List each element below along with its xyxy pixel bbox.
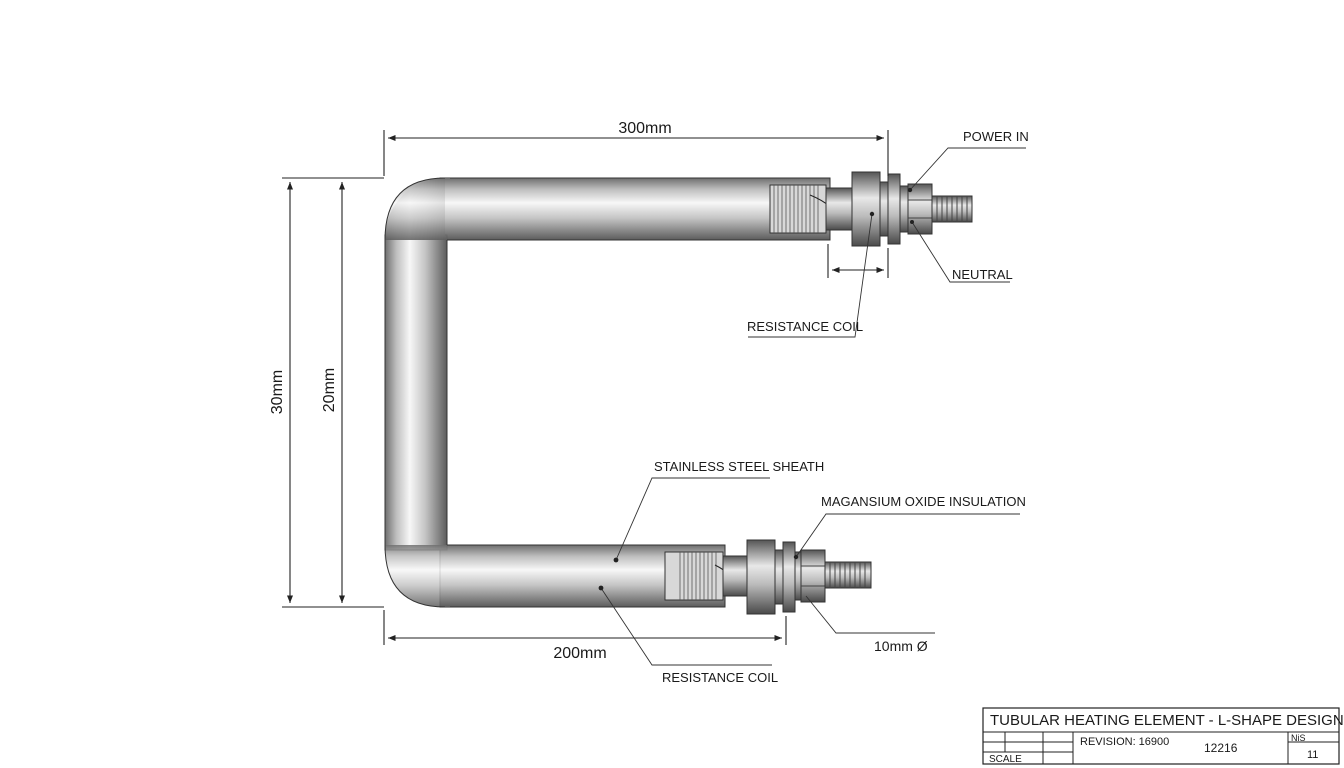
label-resistance-coil-bottom: RESISTANCE COIL	[662, 670, 778, 685]
label-resistance-coil-top: RESISTANCE COIL	[747, 319, 863, 334]
title-block-number: 12216	[1204, 741, 1238, 755]
label-insulation: MAGANSIUM OXIDE INSULATION	[821, 494, 1026, 509]
dimension-text: 300mm 200mm 30mm 20mm 10mm Ø	[269, 120, 928, 662]
top-nut	[907, 183, 933, 235]
dim-top-length: 300mm	[618, 120, 671, 137]
leader-lines	[598, 147, 1026, 666]
top-terminal-assembly	[769, 171, 973, 247]
dim-outer-height: 30mm	[269, 370, 286, 414]
bottom-flange	[746, 539, 776, 615]
label-power-in: POWER IN	[963, 129, 1029, 144]
bottom-washer	[782, 541, 796, 613]
top-washer	[887, 173, 901, 245]
label-stainless-steel-sheath: STAINLESS STEEL SHEATH	[654, 459, 824, 474]
title-block-title: TUBULAR HEATING ELEMENT - L-SHAPE DESIGN	[990, 712, 1344, 729]
dim-bottom-length: 200mm	[553, 645, 606, 662]
bottom-threaded-stud	[824, 561, 872, 589]
title-block-scale-label: SCALE	[989, 754, 1022, 765]
dim-inner-height: 20mm	[321, 368, 338, 412]
bottom-terminal-assembly	[664, 539, 872, 615]
callout-text: POWER IN NEUTRAL RESISTANCE COIL STAINLE…	[654, 129, 1029, 685]
title-block-nts: NiS	[1291, 733, 1306, 743]
dimension-lines	[282, 130, 889, 645]
top-flange	[851, 171, 881, 247]
tube-sheath	[384, 177, 831, 608]
bottom-nut	[800, 549, 826, 603]
bottom-coil-cutaway	[664, 551, 724, 601]
title-block: TUBULAR HEATING ELEMENT - L-SHAPE DESIGN…	[982, 707, 1344, 765]
dim-diameter: 10mm Ø	[874, 638, 928, 654]
label-neutral: NEUTRAL	[952, 267, 1013, 282]
title-block-sheet: 11	[1307, 749, 1318, 761]
title-block-revision: REVISION: 16900	[1080, 736, 1169, 748]
